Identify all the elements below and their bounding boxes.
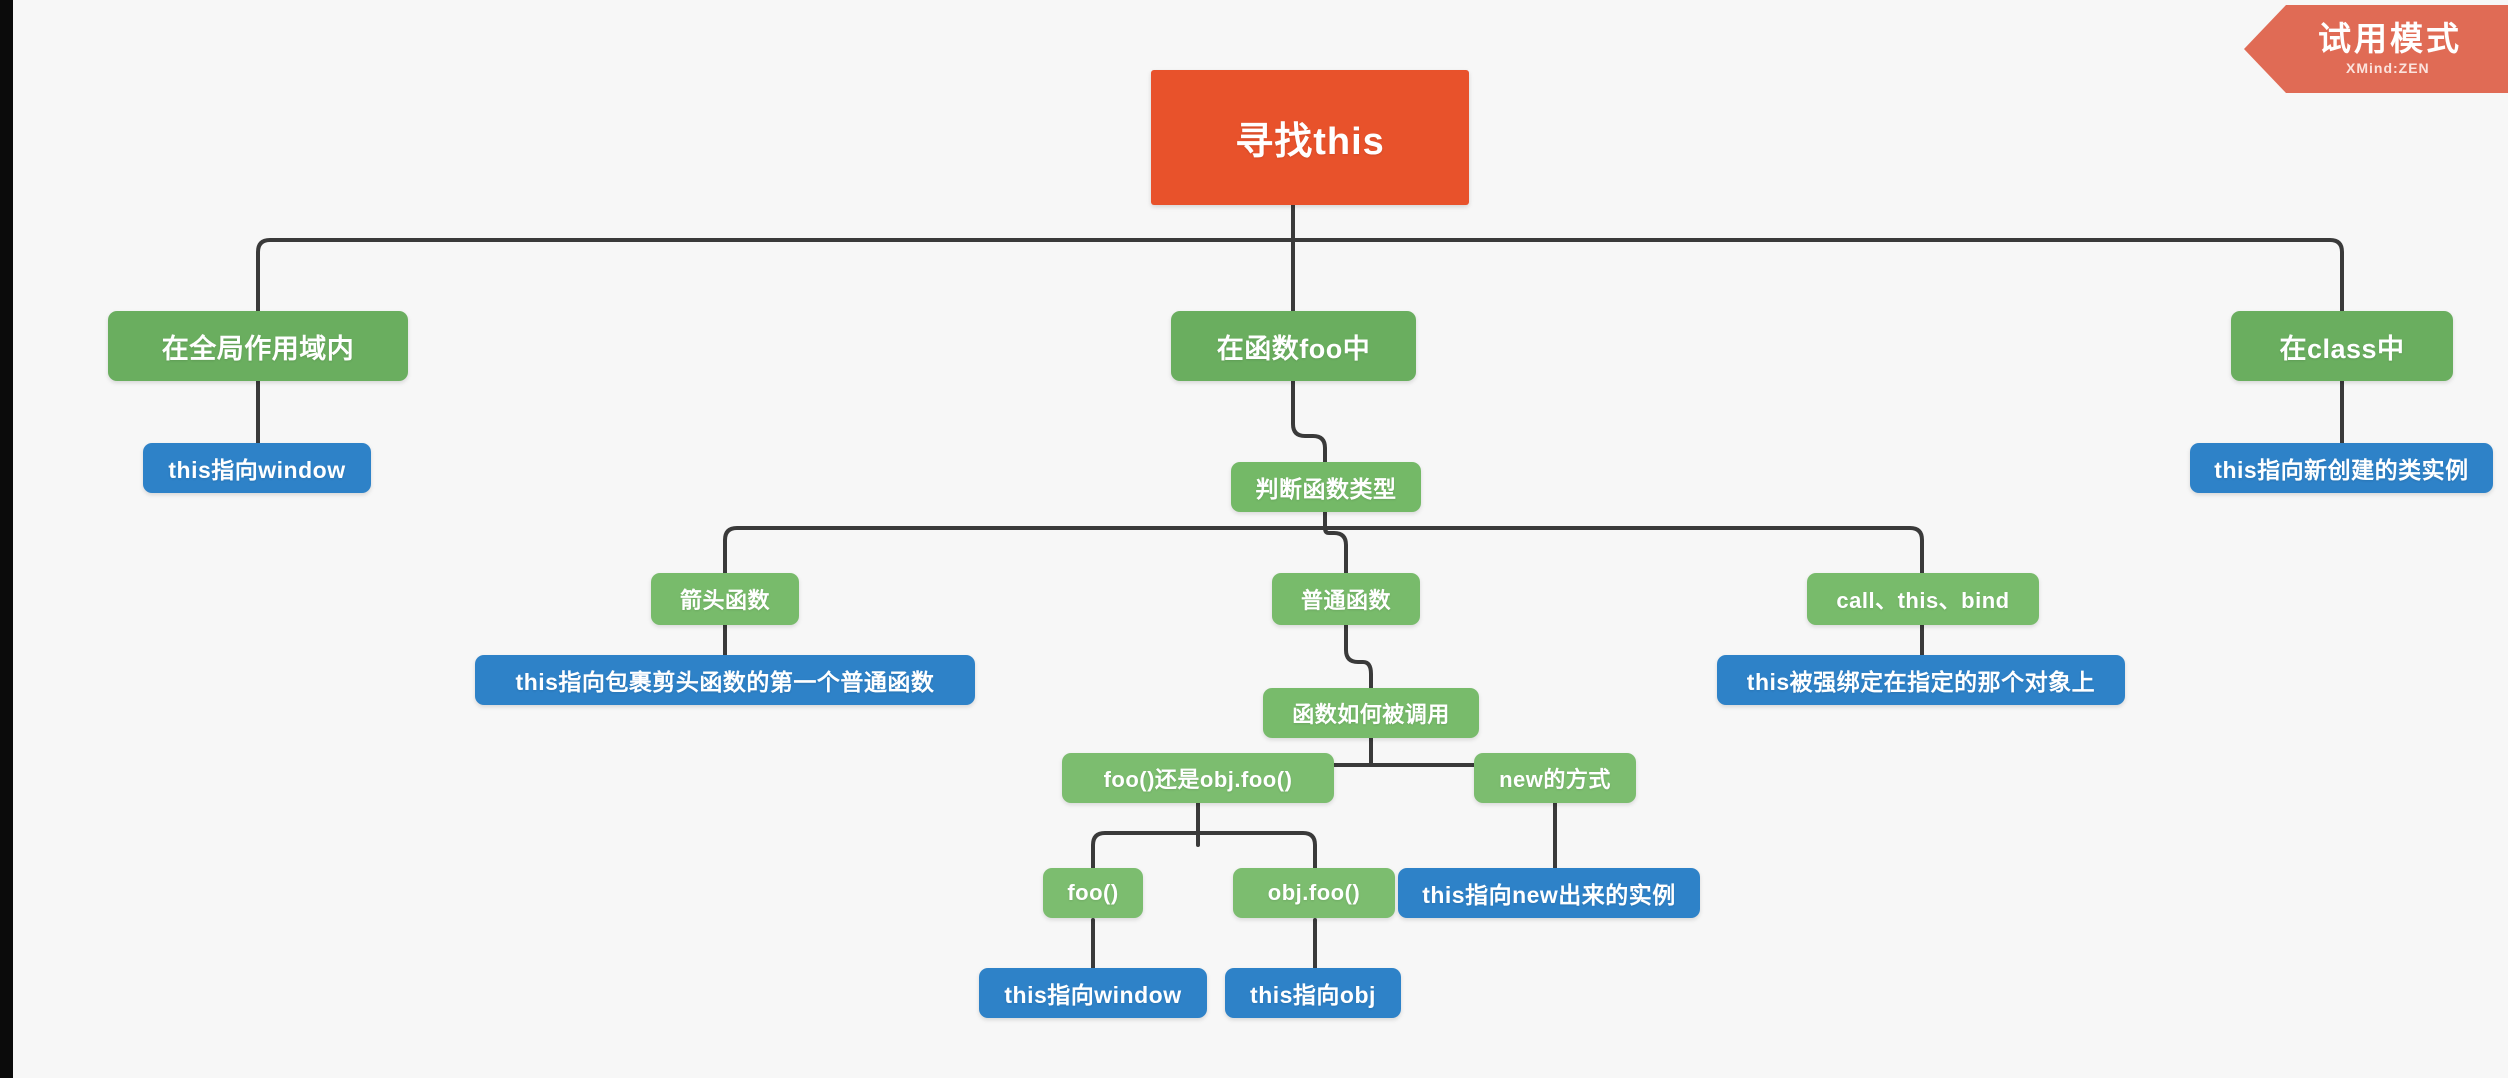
node-obj-foo-call-leaf-label: this指向obj [1250, 982, 1376, 1008]
trial-mode-title: 试用模式 [2318, 20, 2462, 58]
node-root[interactable]: 寻找this [1151, 70, 1469, 205]
node-global-scope[interactable]: 在全局作用域内 [108, 311, 408, 381]
node-global-scope-label: 在全局作用域内 [161, 333, 355, 364]
node-foo-call-leaf-label: this指向window [1004, 982, 1182, 1008]
node-foo-or-objfoo-label: foo()还是obj.foo() [1103, 767, 1293, 792]
node-normal-function-label: 普通函数 [1300, 588, 1391, 613]
trial-mode-subtitle: XMind:ZEN [2346, 59, 2430, 76]
node-in-class[interactable]: 在class中 [2231, 311, 2453, 381]
node-how-called-label: 函数如何被调用 [1292, 702, 1450, 727]
node-foo-call-label: foo() [1067, 880, 1119, 905]
node-foo-or-objfoo[interactable]: foo()还是obj.foo() [1062, 753, 1334, 803]
node-arrow-function-leaf[interactable]: this指向包裹剪头函数的第一个普通函数 [475, 655, 975, 705]
node-how-called[interactable]: 函数如何被调用 [1263, 688, 1479, 738]
node-arrow-function[interactable]: 箭头函数 [651, 573, 799, 625]
node-new-way[interactable]: new的方式 [1474, 753, 1636, 803]
node-call-this-bind-leaf[interactable]: this被强绑定在指定的那个对象上 [1717, 655, 2125, 705]
node-judge-type-label: 判断函数类型 [1255, 476, 1397, 502]
node-global-scope-leaf[interactable]: this指向window [143, 443, 371, 493]
node-new-way-leaf-label: this指向new出来的实例 [1422, 882, 1676, 908]
node-call-this-bind-label: call、this、bind [1836, 588, 2010, 613]
trial-mode-banner: 试用模式 XMind:ZEN [2244, 5, 2508, 93]
node-obj-foo-call-leaf[interactable]: this指向obj [1225, 968, 1401, 1018]
node-global-scope-leaf-label: this指向window [168, 457, 346, 483]
node-obj-foo-call-label: obj.foo() [1267, 880, 1361, 905]
node-in-foo[interactable]: 在函数foo中 [1171, 311, 1416, 381]
mindmap-canvas[interactable]: 寻找this 在全局作用域内 this指向window 在函数foo中 判断函数… [13, 0, 2508, 1078]
node-in-class-leaf-label: this指向新创建的类实例 [2214, 457, 2469, 483]
node-normal-function[interactable]: 普通函数 [1272, 573, 1420, 625]
node-in-class-label: 在class中 [2279, 333, 2405, 364]
node-new-way-label: new的方式 [1499, 767, 1611, 792]
node-arrow-function-label: 箭头函数 [679, 588, 770, 613]
node-root-label: 寻找this [1235, 121, 1385, 163]
node-obj-foo-call[interactable]: obj.foo() [1233, 868, 1395, 918]
node-in-foo-label: 在函数foo中 [1216, 333, 1371, 364]
node-in-class-leaf[interactable]: this指向新创建的类实例 [2190, 443, 2493, 493]
node-foo-call-leaf[interactable]: this指向window [979, 968, 1207, 1018]
node-foo-call[interactable]: foo() [1043, 868, 1143, 918]
node-new-way-leaf[interactable]: this指向new出来的实例 [1398, 868, 1700, 918]
node-arrow-function-leaf-label: this指向包裹剪头函数的第一个普通函数 [515, 669, 935, 695]
letterbox-bar-left [0, 0, 13, 1078]
node-call-this-bind-leaf-label: this被强绑定在指定的那个对象上 [1746, 669, 2096, 695]
node-judge-type[interactable]: 判断函数类型 [1231, 462, 1421, 512]
node-call-this-bind[interactable]: call、this、bind [1807, 573, 2039, 625]
